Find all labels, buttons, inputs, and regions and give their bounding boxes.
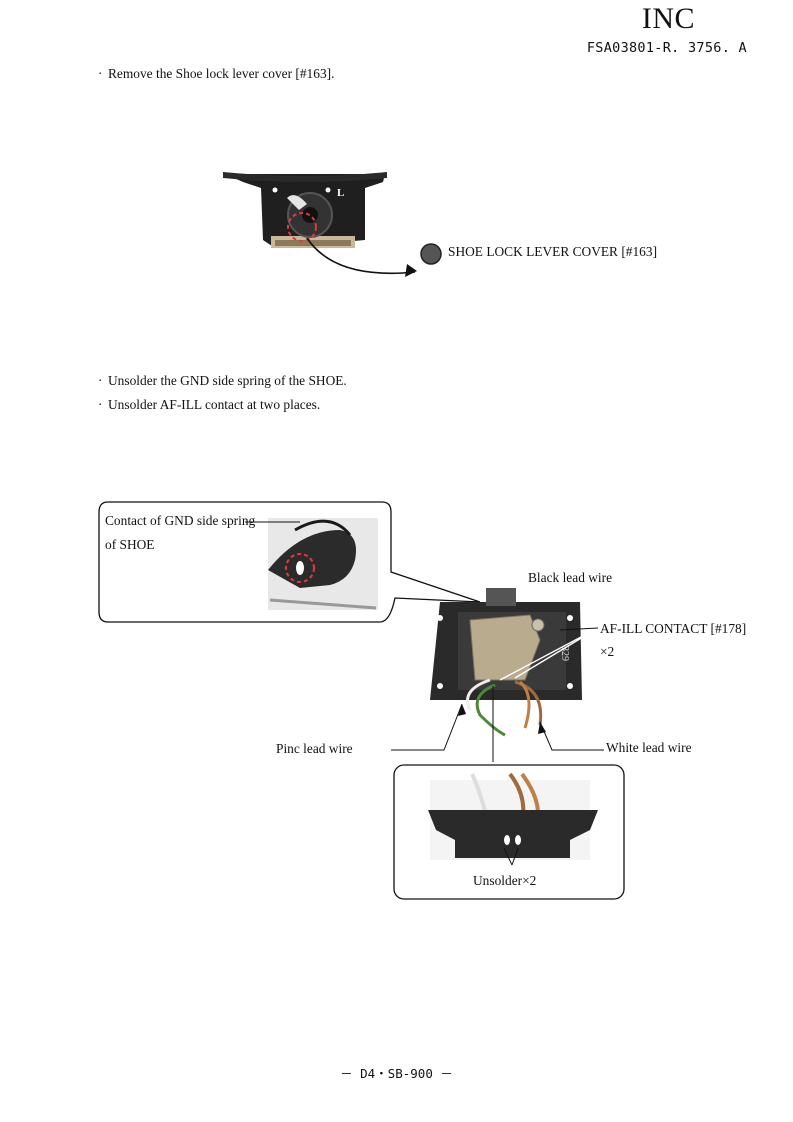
step-unsolder-gnd: · Unsolder the GND side spring of the SHO… — [98, 373, 347, 389]
unsolder-callout-box — [393, 764, 625, 900]
cover-highlight-circle — [287, 212, 317, 242]
black-lead-wire-label: Black lead wire — [528, 570, 613, 585]
pinc-lead-wire-label: Pinc lead wire — [276, 741, 353, 756]
afill-contact-plate — [469, 614, 541, 681]
shoe-board-figure: 329 — [98, 501, 625, 900]
step-text: Unsolder the GND side spring of the SHOE… — [108, 373, 347, 388]
black-wire-bundle — [486, 588, 516, 606]
pointer-arrow — [306, 237, 416, 275]
part-marker-icon — [420, 243, 442, 265]
shoe-lock-figure: L — [223, 172, 442, 277]
gnd-highlight-circle — [285, 553, 315, 583]
afill-qty-label: ×2 — [600, 644, 615, 659]
shoe-lock-cover-label: SHOE LOCK LEVER COVER [#163] — [448, 244, 658, 259]
lever-tab — [287, 195, 307, 210]
step-text: Unsolder AF-ILL contact at two places. — [108, 397, 321, 412]
page-footer: － D4・SB-900 － — [340, 1066, 453, 1081]
shoe-rail — [223, 172, 387, 182]
board-marking: 329 — [559, 646, 570, 661]
lever-lock-mark: L — [337, 187, 344, 199]
step-text: Remove the Shoe lock lever cover [#163]. — [108, 66, 335, 81]
pinc-wire-line — [475, 683, 506, 737]
step-unsolder-afill: · Unsolder AF-ILL contact at two places. — [98, 397, 320, 413]
gnd-callout-line1: Contact of GND side spring — [105, 513, 256, 528]
bullet-icon: · — [98, 373, 103, 388]
gnd-callout-line2: of SHOE — [105, 537, 155, 552]
company-name: INC — [641, 2, 695, 35]
step-remove-cover: · Remove the Shoe lock lever cover [#163]… — [98, 66, 334, 82]
bullet-icon: · — [98, 66, 103, 81]
gnd-callout-box — [98, 501, 481, 623]
white-lead-wire-label: White lead wire — [606, 740, 692, 755]
bullet-icon: · — [98, 397, 103, 412]
unsolder-label: Unsolder×2 — [473, 873, 537, 888]
afill-contact-label: AF-ILL CONTACT [#178] — [600, 621, 747, 636]
document-code: FSA03801-R. 3756. A — [586, 40, 747, 56]
